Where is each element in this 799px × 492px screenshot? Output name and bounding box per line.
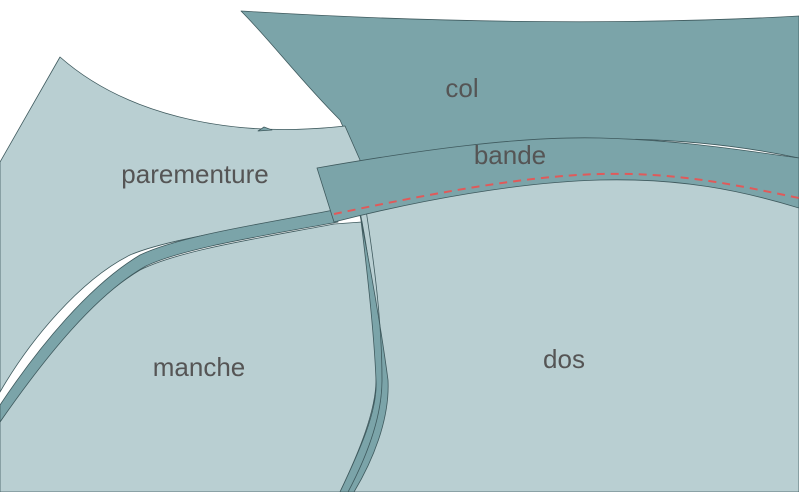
dos-piece[interactable]	[333, 173, 799, 492]
dos-label: dos	[543, 344, 585, 374]
side-seam-strip	[339, 204, 389, 492]
bande-label: bande	[474, 140, 546, 170]
side-seam-inner-line	[347, 209, 383, 492]
manche-label: manche	[153, 352, 246, 382]
parementure-label: parementure	[121, 159, 268, 189]
bande-piece[interactable]	[316, 137, 799, 223]
col-piece[interactable]	[240, 10, 799, 166]
parementure-tab	[257, 126, 273, 132]
col-label: col	[445, 73, 478, 103]
sleeve-seam-band	[0, 209, 339, 423]
stitch-line	[333, 172, 799, 215]
